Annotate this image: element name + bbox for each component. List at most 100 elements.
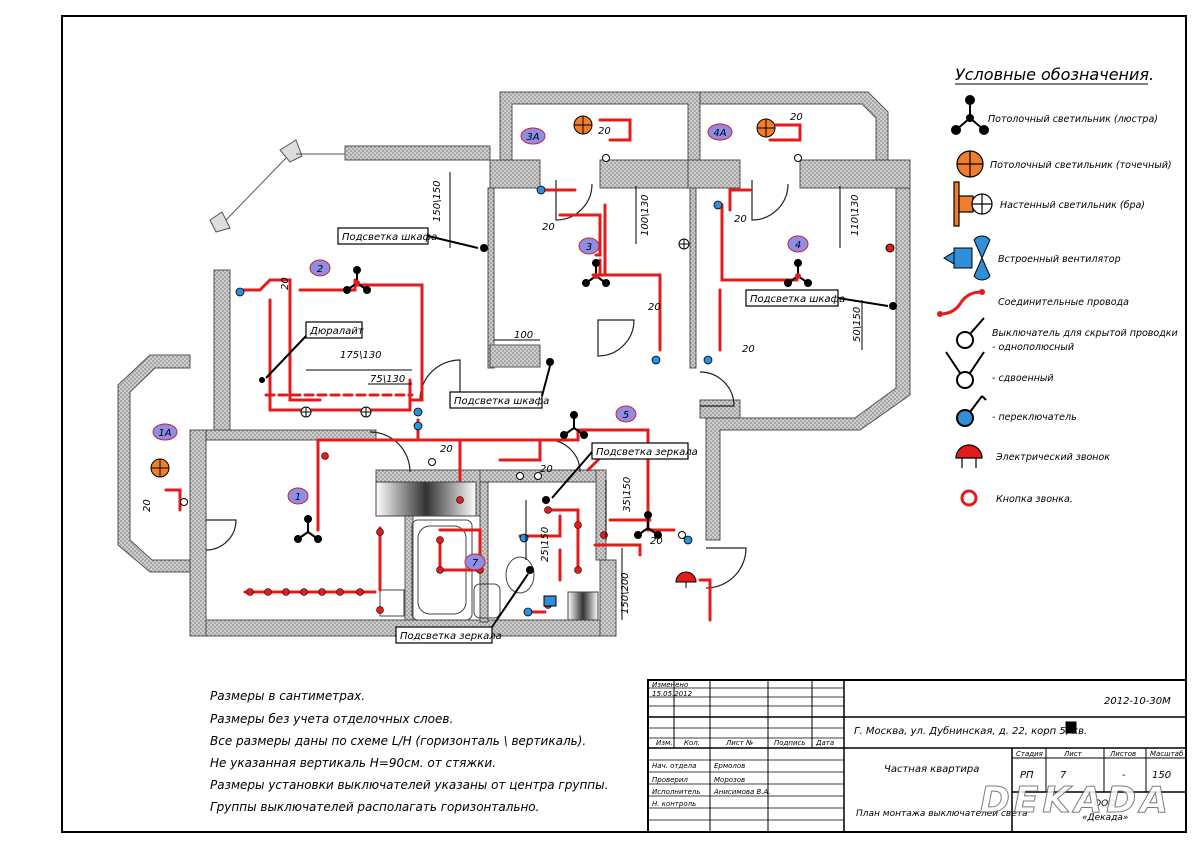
room-label-3a: 3А [520,127,546,145]
doors [205,180,789,589]
legend-sconce-icon [953,181,993,227]
label-duralight: Дюралайт [309,326,365,337]
room-label-5: 5 [615,405,637,423]
room-label-4: 4 [787,235,809,253]
notes: Размеры в сантиметрах. Размеры без учета… [210,689,608,814]
dim-50-150: 50\150 [852,307,863,342]
legend-spot-icon [956,150,984,178]
bath-fixtures [375,481,599,621]
tb-name-3: Анисимова В.А. [713,788,771,796]
legend-spot: Потолочный светильник (точечный) [990,160,1172,171]
svg-text:2: 2 [317,264,323,275]
legend-switch-single: - однополюсный [992,342,1074,353]
balcony [209,139,345,233]
dimension-lines [306,172,863,620]
tb-col-podp: Подпись [774,739,806,747]
tb-org-2: «Декада» [1082,813,1128,823]
chandelier-icons [294,259,812,543]
tb-stadiya-h: Стадия [1016,750,1043,758]
legend-switch-double-icon [945,351,985,389]
fan-icon-bath [543,595,557,607]
dim-20-5: 20 [440,444,453,455]
label-shkaf-1: Подсветка шкафа [342,232,437,243]
tb-name-2: Морозов [714,776,745,784]
legend-switch-toggle-icon [956,395,987,427]
tb-col-kol: Кол. [684,739,700,747]
legend-fan-icon [943,235,991,281]
switch-open-icons [180,154,802,539]
light-points [259,244,897,574]
tb-changed: Изменено [652,681,688,689]
dim-175-130: 175\130 [340,350,382,361]
title-block [647,679,1187,833]
switch-icons [235,185,723,617]
chandelier-room3 [582,259,610,287]
tb-listov: - [1122,770,1126,781]
walls [117,91,911,637]
dim-20-3b: 20 [648,302,661,313]
tb-org-1: ООО [1094,799,1115,809]
label-shkaf-3: Подсветка шкафа [454,396,549,407]
label-zerkala-2: Подсветка зеркала [400,631,502,642]
note-6: Группы выключателей располагать горизонт… [210,800,539,814]
label-leaders [265,235,889,628]
sconce-icons [300,238,895,418]
tb-name-1: Ермолов [714,762,745,770]
svg-text:3: 3 [586,242,592,253]
legend-chandelier-icon [951,95,989,135]
title-block-texts: Изменено 15.05.2012 2012-10-30М Г. Москв… [652,681,1184,823]
legend-bell-button-icon [960,489,978,507]
note-3: Все размеры даны по схеме L/H (горизонта… [210,734,586,748]
tb-role-4: Н. контроль [652,800,696,808]
svg-text:5: 5 [623,410,629,421]
legend-texts: Потолочный светильник (люстра) Потолочны… [988,114,1178,505]
legend-bell-button: Кнопка звонка. [996,494,1073,505]
sheet-frame [61,15,1187,833]
room-label-2: 2 [309,259,331,277]
tb-list-h: Лист [1063,750,1083,758]
legend-switch: Выключатель для скрытой проводки [992,328,1178,339]
legend-switch-toggle: - переключатель [992,412,1077,423]
spot-4a [756,118,776,138]
dim-25-150: 25\150 [540,527,551,562]
spot-3a [573,115,593,135]
legend-title: Условные обозначения. [955,65,1154,84]
label-shkaf-2: Подсветка шкафа [750,294,845,305]
room-label-7: 7 [464,553,486,571]
chandelier-room2 [343,266,371,294]
tb-col-izm: Изм. [656,739,672,747]
note-5: Размеры установки выключателей указаны о… [210,778,608,792]
tb-stadiya: РП [1020,770,1034,781]
dim-100-130: 100\130 [640,194,651,236]
tb-changed-date: 15.05.2012 [652,690,693,698]
room-label-1: 1 [287,487,309,505]
note-2: Размеры без учета отделочных слоев. [210,712,453,726]
svg-text:3А: 3А [526,132,539,143]
legend-fan: Встроенный вентилятор [998,254,1121,265]
chandelier-room4 [784,259,812,287]
svg-text:1А: 1А [158,428,171,439]
room-label-3: 3 [578,237,600,255]
legend-chandelier: Потолочный светильник (люстра) [988,114,1158,125]
dim-20-hall: 20 [650,536,663,547]
tb-watermark: DEKADA [980,780,1172,821]
dim-20-3a: 20 [598,126,611,137]
legend-sconce: Настенный светильник (бра) [1000,200,1145,211]
tb-role-1: Нач. отдела [652,762,696,770]
room-label-1a: 1А [152,423,178,441]
svg-text:1: 1 [295,492,301,503]
tb-masshtab-h: Масштаб [1150,750,1184,758]
dim-35-150: 35\150 [622,477,633,512]
dim-150-150: 150\150 [432,180,443,222]
dim-20-4b: 20 [742,344,755,355]
dim-150-200: 150\200 [620,572,631,614]
label-zerkala-1: Подсветка зеркала [596,447,698,458]
tb-sheet-title: План монтажа выключателей света [856,809,1028,819]
dim-20-3: 20 [542,222,555,233]
legend-wire-icon [937,289,985,317]
legend-switch-single-icon [956,317,985,349]
tb-col-data: Дата [815,739,834,747]
chandelier-room5 [560,411,588,439]
svg-text:4А: 4А [713,128,726,139]
legend-bell-icon [955,444,983,468]
